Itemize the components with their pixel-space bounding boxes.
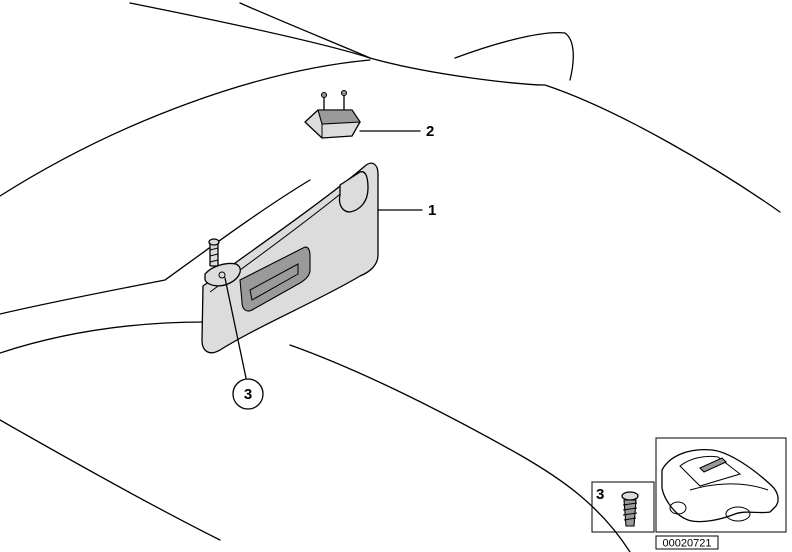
parts-inset: 3 00020721	[591, 437, 787, 550]
reference-code-box	[655, 535, 719, 550]
sun-visor[interactable]	[201, 162, 379, 354]
inset-screw-icon	[621, 491, 639, 527]
visor-screw[interactable]	[208, 238, 220, 267]
callout-1: 1	[428, 202, 436, 219]
leader-line-3	[224, 277, 247, 379]
callout-2: 2	[426, 123, 434, 140]
vanity-mirror	[239, 246, 311, 312]
callout-3-circle	[232, 378, 264, 410]
screw-inset-box	[591, 481, 655, 533]
reference-code: 00020721	[663, 538, 712, 550]
inset-screw-label: 3	[596, 486, 604, 503]
vehicle-locator-icon	[661, 449, 779, 523]
callout-3: 3	[244, 386, 252, 403]
vehicle-locator-box	[655, 437, 787, 533]
visor-clip[interactable]	[304, 89, 361, 139]
